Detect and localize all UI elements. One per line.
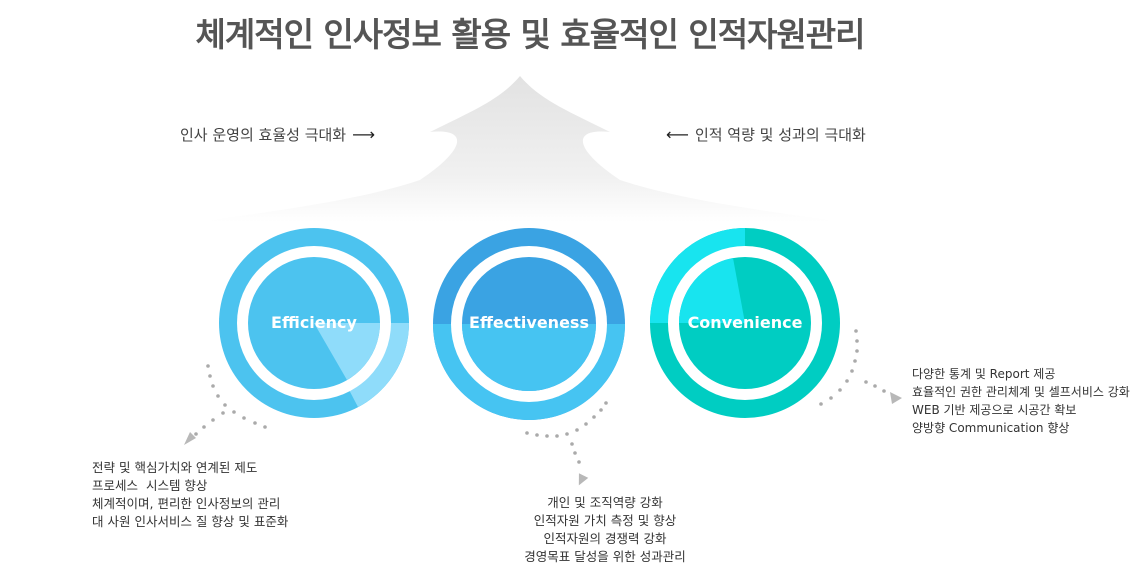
effectiveness-label: Effectiveness bbox=[469, 313, 589, 332]
efficiency-point: 대 사원 인사서비스 질 향상 및 표준화 bbox=[92, 514, 289, 529]
efficiency-point: 체계적이며, 편리한 인사정보의 관리 bbox=[92, 496, 281, 511]
effectiveness-ring-graphic bbox=[433, 228, 625, 420]
convenience-description: 다양한 통계 및 Report 제공 효율적인 권한 관리체계 및 셀프서비스 … bbox=[912, 365, 1130, 437]
convenience-point: 양방향 Communication 향상 bbox=[912, 421, 1070, 435]
upward-arrow-graphic bbox=[200, 76, 840, 222]
page-title: 체계적인 인사정보 활용 및 효율적인 인적자원관리 bbox=[195, 15, 865, 54]
convenience-circle: Convenience bbox=[649, 227, 841, 419]
efficiency-label: Efficiency bbox=[271, 313, 357, 332]
effectiveness-description: 개인 및 조직역량 강화 인적자원 가치 측정 및 향상 인적자원의 경쟁력 강… bbox=[500, 494, 710, 566]
left-arrowhead-icon bbox=[184, 432, 196, 445]
arrow-left-icon: ⟵ bbox=[666, 125, 689, 144]
right-arrowhead-icon bbox=[890, 392, 902, 404]
convenience-point: 다양한 통계 및 Report 제공 bbox=[912, 367, 1056, 381]
efficiency-description: 전략 및 핵심가치와 연계된 제도 프로세스 시스템 향상 체계적이며, 편리한… bbox=[92, 459, 288, 531]
left-goal-text: 인사 운영의 효율성 극대화 bbox=[180, 126, 347, 144]
convenience-label: Convenience bbox=[687, 313, 803, 332]
convenience-ring-graphic bbox=[650, 228, 840, 418]
right-goal-label: ⟵ 인적 역량 및 성과의 극대화 bbox=[660, 124, 866, 145]
effectiveness-circle: Effectiveness bbox=[432, 227, 626, 421]
arrow-right-icon: ⟶ bbox=[352, 125, 376, 144]
right-goal-text: 인적 역량 및 성과의 극대화 bbox=[694, 126, 866, 144]
convenience-point: WEB 기반 제공으로 시공간 확보 bbox=[912, 403, 1077, 417]
efficiency-circle: Efficiency bbox=[218, 227, 410, 419]
effectiveness-point: 인적자원의 경쟁력 강화 bbox=[543, 531, 667, 546]
effectiveness-point: 개인 및 조직역량 강화 bbox=[547, 495, 663, 510]
effectiveness-point: 인적자원 가치 측정 및 향상 bbox=[533, 513, 677, 528]
left-goal-label: 인사 운영의 효율성 극대화 ⟶ bbox=[180, 124, 381, 145]
efficiency-ring-graphic bbox=[219, 228, 409, 418]
efficiency-point: 프로세스 시스템 향상 bbox=[92, 478, 208, 493]
convenience-point: 효율적인 권한 관리체계 및 셀프서비스 강화 bbox=[912, 385, 1130, 399]
effectiveness-point: 경영목표 달성을 위한 성과관리 bbox=[524, 549, 686, 564]
efficiency-point: 전략 및 핵심가치와 연계된 제도 bbox=[92, 460, 258, 475]
middle-arrowhead-icon bbox=[578, 473, 589, 486]
